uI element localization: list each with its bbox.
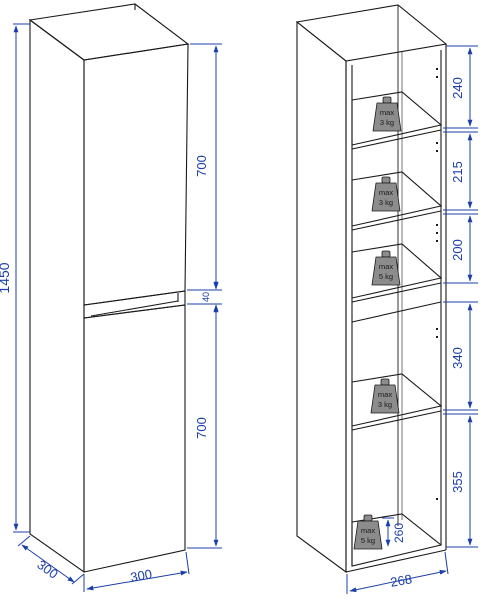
dim-compartment-3: 200 bbox=[450, 239, 465, 261]
dim-upper-door-label: 700 bbox=[194, 155, 209, 177]
cabinet-floor bbox=[351, 513, 443, 567]
dim-compartment-5: 355 bbox=[450, 471, 465, 493]
weight-label-max: max bbox=[361, 526, 375, 535]
dim-total-height bbox=[13, 23, 30, 533]
closed-cabinet-gap bbox=[83, 290, 186, 319]
dim-inner-width-label: 268 bbox=[389, 571, 413, 590]
weight-label-kg: 3 kg bbox=[378, 400, 392, 409]
dim-compartment-2: 215 bbox=[450, 161, 465, 183]
shelf bbox=[351, 91, 443, 150]
shelf bbox=[351, 243, 443, 323]
open-cabinet-side bbox=[296, 20, 347, 574]
shelf bbox=[351, 373, 443, 431]
dim-total-height-label: 1450 bbox=[0, 262, 12, 293]
dim-compartment-1: 240 bbox=[450, 77, 465, 99]
dim-compartments bbox=[443, 45, 478, 548]
weight-label-max: max bbox=[378, 390, 392, 399]
weight-label-max: max bbox=[379, 262, 393, 271]
weight-label-kg: 3 kg bbox=[379, 198, 393, 207]
open-cabinet bbox=[295, 4, 448, 574]
closed-cabinet-side bbox=[29, 18, 85, 574]
closed-cabinet-upper-door bbox=[83, 43, 189, 306]
dim-gap-label: 40 bbox=[201, 292, 211, 302]
dim-width bbox=[83, 551, 190, 592]
dim-upper-door bbox=[187, 43, 222, 291]
dim-depth bbox=[17, 535, 85, 585]
dim-inner-width bbox=[346, 551, 449, 594]
weight-label-kg: 3 kg bbox=[380, 118, 394, 127]
dim-lower-door bbox=[187, 305, 222, 549]
dim-compartment-4: 340 bbox=[450, 347, 465, 369]
closed-cabinet bbox=[28, 3, 190, 574]
dim-lower-door-label: 700 bbox=[194, 417, 209, 439]
weight-label-kg: 5 kg bbox=[379, 272, 393, 281]
shelf-pin-holes bbox=[436, 68, 438, 500]
dim-bottom-clearance bbox=[382, 517, 394, 547]
closed-cabinet-top bbox=[28, 3, 190, 61]
closed-cabinet-lower-door bbox=[83, 304, 186, 573]
weight-label-kg: 5 kg bbox=[361, 536, 375, 545]
weight-label-max: max bbox=[379, 188, 393, 197]
open-cabinet-top bbox=[295, 4, 448, 62]
shelf bbox=[351, 171, 443, 231]
weight-label-max: max bbox=[380, 108, 394, 117]
dim-bottom-clearance-label: 260 bbox=[392, 523, 406, 543]
dim-width-label: 300 bbox=[129, 566, 153, 585]
dim-depth-label: 300 bbox=[34, 557, 60, 582]
